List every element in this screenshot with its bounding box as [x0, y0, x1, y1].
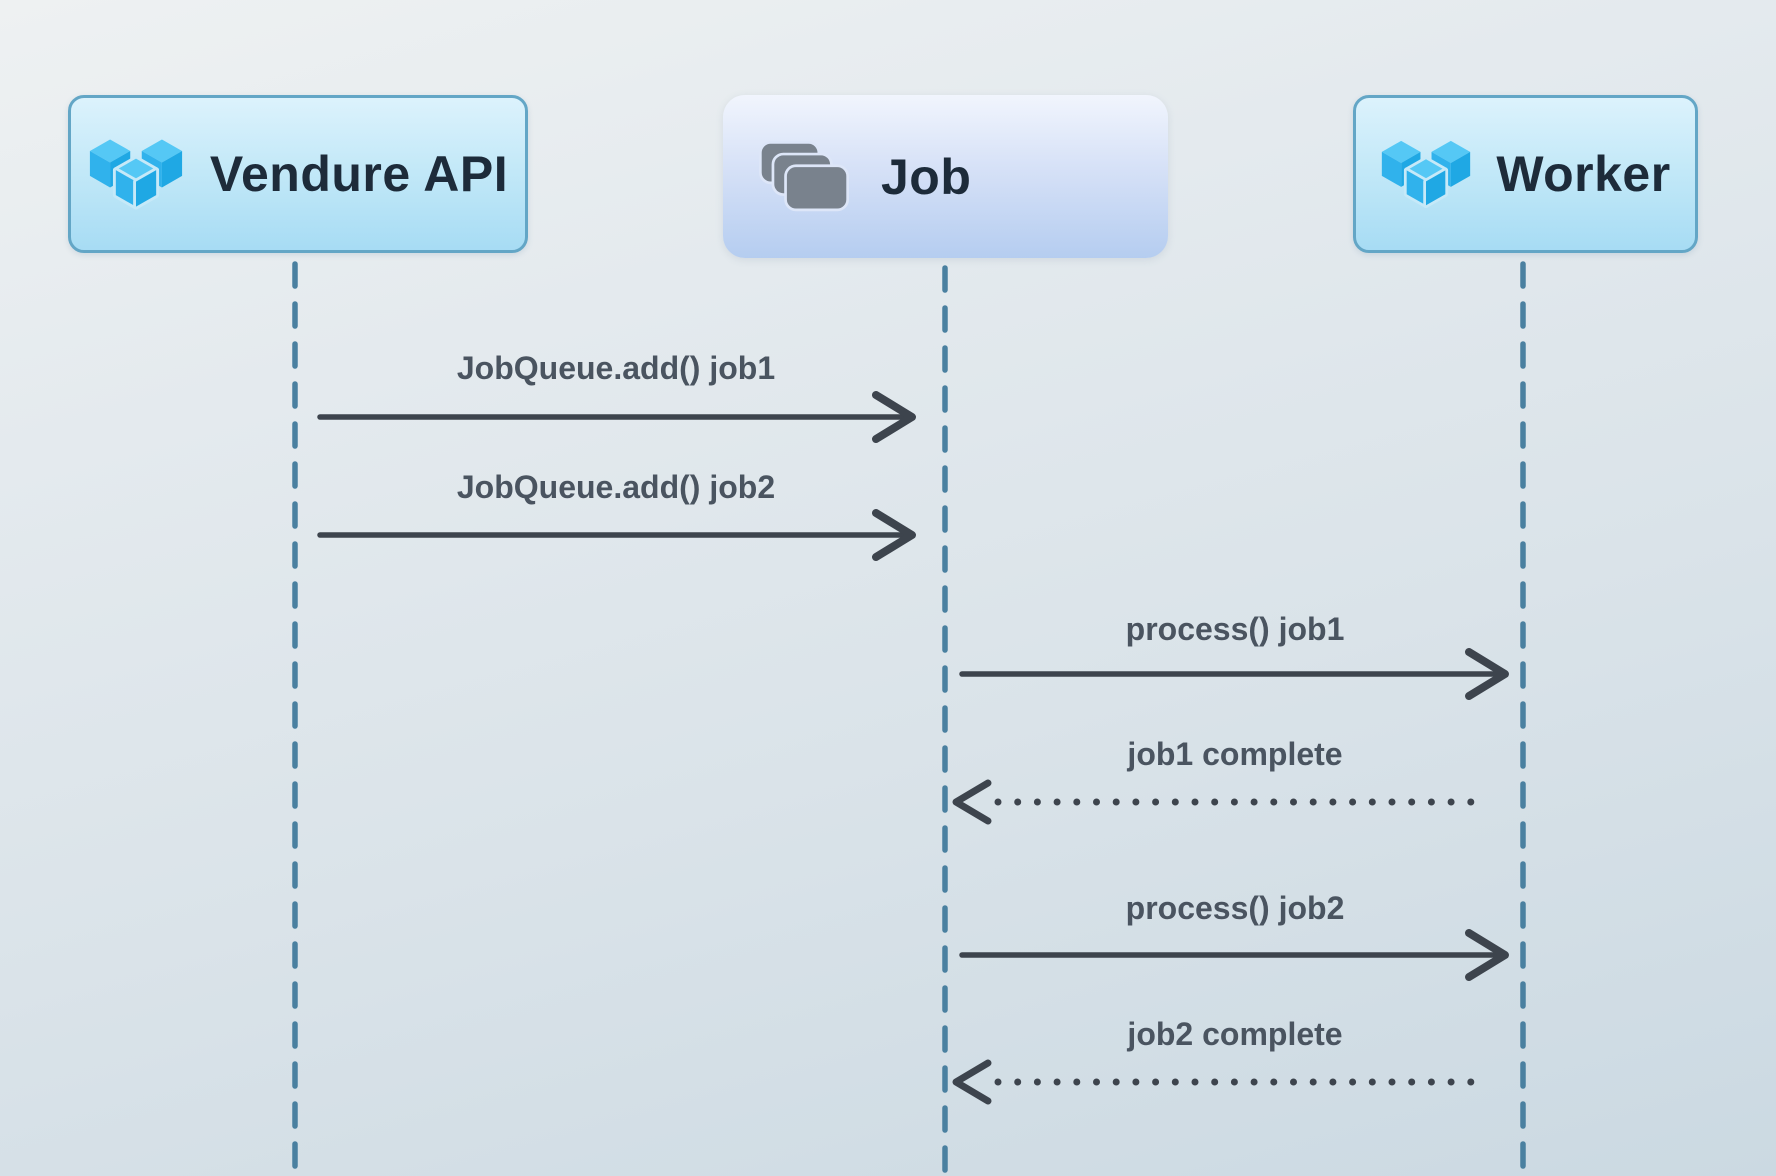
message-label-process-job1: process() job1: [1125, 611, 1345, 647]
vendure-cubes-icon: [1380, 135, 1472, 213]
message-arrow-jobqueue-add-job1: [317, 391, 916, 443]
message-label-job1-complete: job1 complete: [1127, 736, 1343, 772]
stacked-cards-icon: [759, 140, 849, 213]
message-arrow-process-job1: [959, 648, 1509, 700]
message-arrow-job2-complete: [952, 1059, 1494, 1105]
participant-job: Job: [723, 95, 1168, 258]
participant-label: Job: [881, 148, 972, 205]
message-arrow-jobqueue-add-job2: [317, 509, 916, 561]
participant-worker: Worker: [1353, 95, 1698, 253]
message-label-process-job2: process() job2: [1125, 890, 1345, 926]
message-label-jobqueue-add-job2: JobQueue.add() job2: [456, 469, 776, 505]
message-arrow-job1-complete: [952, 779, 1494, 825]
participant-vendure-api: Vendure API: [68, 95, 528, 253]
participant-label: Vendure API: [209, 146, 509, 202]
participant-label: Worker: [1496, 146, 1671, 202]
message-arrow-process-job2: [959, 929, 1509, 981]
message-label-job2-complete: job2 complete: [1127, 1016, 1343, 1052]
message-label-jobqueue-add-job1: JobQueue.add() job1: [456, 350, 776, 386]
vendure-cubes-icon: [88, 133, 184, 215]
